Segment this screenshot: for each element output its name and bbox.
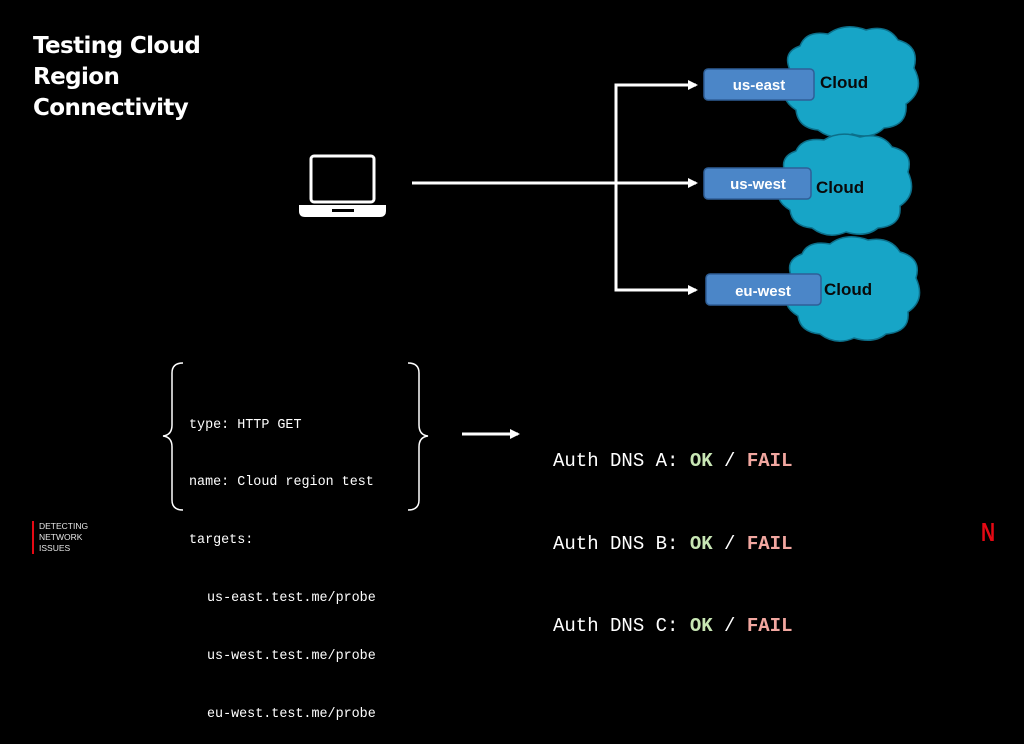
result-separator: / bbox=[724, 532, 736, 555]
region-label: us-east bbox=[733, 77, 786, 94]
region-label: us-west bbox=[730, 176, 786, 193]
cloud-shape bbox=[785, 236, 921, 342]
ok-status: OK bbox=[689, 615, 713, 637]
config-type-line: type: HTTP GET bbox=[189, 417, 302, 433]
result-label: Auth DNS C: bbox=[553, 615, 679, 637]
dns-results: Auth DNS A: OK / FAIL Auth DNS B: OK / F… bbox=[553, 393, 792, 668]
ok-status: OK bbox=[689, 532, 713, 555]
result-label: Auth DNS B: bbox=[553, 532, 679, 555]
netflix-logo: N bbox=[981, 517, 996, 547]
cloud-us-east: Cloud bbox=[783, 26, 920, 138]
region-box-us-east: us-east bbox=[703, 68, 815, 101]
footer-line: NETWORK bbox=[39, 532, 83, 542]
laptop-icon bbox=[299, 154, 386, 217]
cloud-label: Cloud bbox=[820, 73, 868, 92]
result-label: Auth DNS A: bbox=[553, 450, 679, 472]
footer-line: ISSUES bbox=[39, 543, 71, 553]
result-separator: / bbox=[724, 450, 736, 472]
fail-status: FAIL bbox=[746, 450, 793, 472]
config-target: us-east.test.me/probe bbox=[207, 591, 376, 607]
cloud-shape bbox=[783, 26, 920, 138]
slide-title: Testing Cloud Region Connectivity bbox=[33, 33, 201, 121]
cloud-shape bbox=[777, 133, 913, 236]
result-row: Auth DNS B: OK / FAIL bbox=[553, 531, 792, 559]
result-separator: / bbox=[724, 615, 736, 637]
result-row: Auth DNS C: OK / FAIL bbox=[553, 613, 792, 641]
fail-status: FAIL bbox=[746, 615, 793, 637]
ok-status: OK bbox=[689, 450, 713, 472]
region-box-eu-west: eu-west bbox=[705, 273, 822, 306]
config-name-line: name: Cloud region test bbox=[189, 475, 374, 491]
footer-section-label: DETECTING NETWORK ISSUES bbox=[32, 521, 88, 554]
probe-config: type: HTTP GET name: Cloud region test t… bbox=[189, 377, 376, 744]
config-target: eu-west.test.me/probe bbox=[207, 707, 376, 723]
cloud-us-west: Cloud bbox=[777, 133, 913, 236]
cloud-label: Cloud bbox=[816, 178, 864, 197]
fail-status: FAIL bbox=[746, 532, 793, 555]
right-brace bbox=[407, 362, 429, 511]
cloud-eu-west: Cloud bbox=[785, 236, 921, 342]
footer-line: DETECTING bbox=[39, 521, 89, 531]
cloud-label: Cloud bbox=[824, 280, 872, 299]
region-label: eu-west bbox=[735, 283, 791, 300]
result-row: Auth DNS A: OK / FAIL bbox=[553, 448, 792, 476]
config-target: us-west.test.me/probe bbox=[207, 649, 376, 665]
region-box-us-west: us-west bbox=[703, 167, 812, 200]
left-brace bbox=[162, 362, 184, 511]
connectivity-diagram: Cloud Cloud Cloud us-east us-west eu-wes… bbox=[162, 26, 921, 511]
config-targets-line: targets: bbox=[189, 533, 254, 549]
connection-lines bbox=[412, 80, 698, 295]
